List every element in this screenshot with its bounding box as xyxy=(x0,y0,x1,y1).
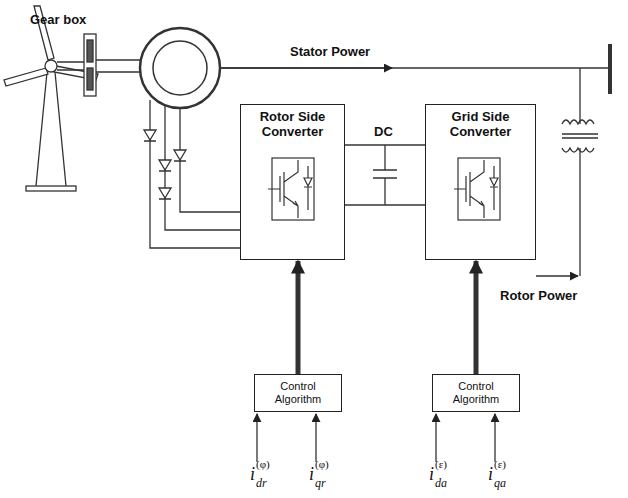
signal-subscript: qa xyxy=(494,476,506,491)
box-text: Control Algorithm xyxy=(259,380,337,406)
control-box: Control Algorithm xyxy=(432,374,520,412)
dc-label: DC xyxy=(374,124,393,139)
signal-symbol: i xyxy=(250,464,255,485)
signal-superscript: (φ) xyxy=(315,458,329,470)
box-text: Grid Side Converter xyxy=(432,109,529,139)
signal-superscript: (ε) xyxy=(494,458,506,470)
signal-subscript: da xyxy=(435,476,447,491)
connector xyxy=(474,261,479,374)
signal-subscript: qr xyxy=(315,476,326,491)
signal-symbol: i xyxy=(309,464,314,485)
part-label: Gear box xyxy=(30,12,86,27)
box-text: Control Algorithm xyxy=(437,380,515,406)
signal-symbol: i xyxy=(429,464,434,485)
flow-label: Stator Power xyxy=(290,44,370,59)
signal-symbol: i xyxy=(488,464,493,485)
converter-box: Grid Side Converter xyxy=(425,104,536,260)
box-text: Rotor Side Converter xyxy=(247,109,338,139)
connector xyxy=(296,261,301,374)
flow-label: Rotor Power xyxy=(500,288,577,303)
signal-superscript: (φ) xyxy=(256,458,270,470)
signal-superscript: (ε) xyxy=(435,458,447,470)
control-box: Control Algorithm xyxy=(254,374,342,412)
connector xyxy=(345,144,425,145)
signal-subscript: dr xyxy=(256,476,267,491)
converter-box: Rotor Side Converter xyxy=(240,104,345,260)
